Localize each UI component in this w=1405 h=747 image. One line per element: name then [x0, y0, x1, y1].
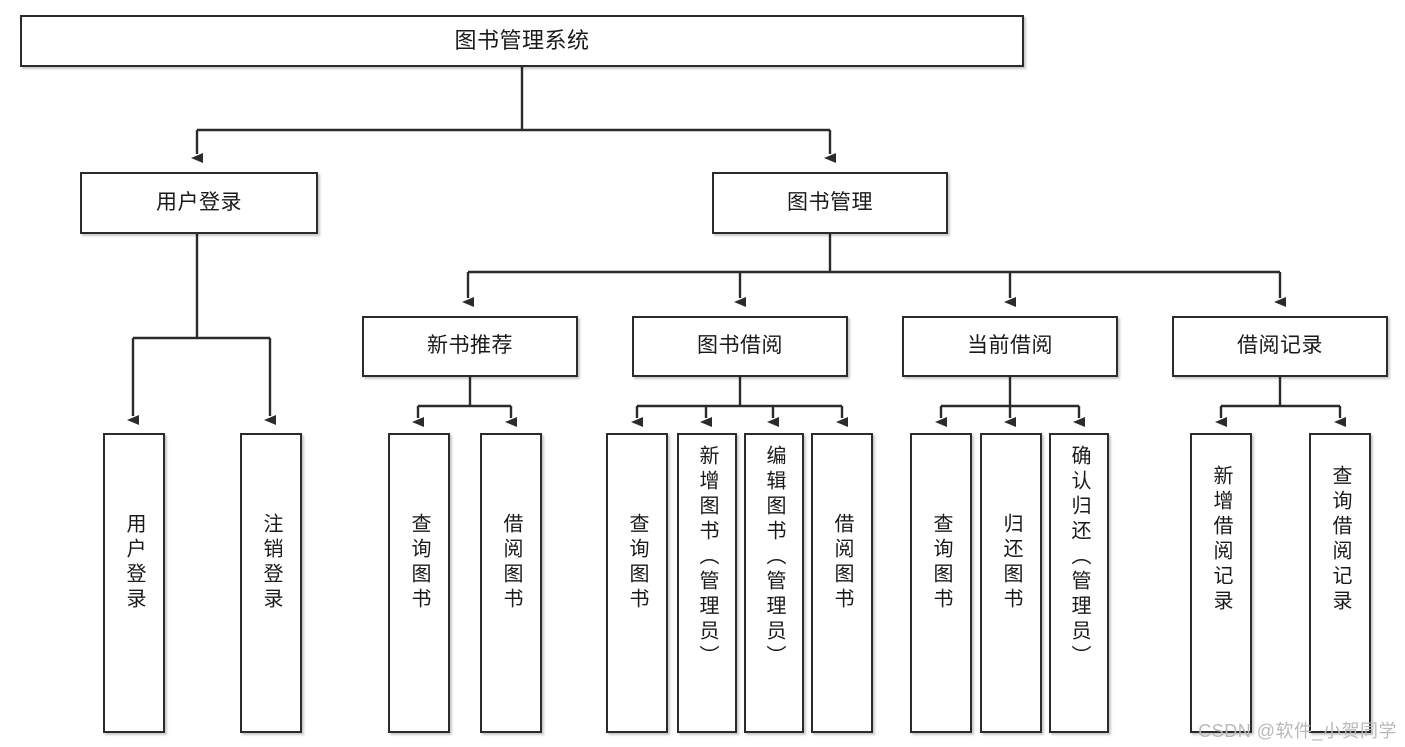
- node-leaf-query-book-current[interactable]: 查询图书: [910, 433, 972, 733]
- node-label: 借阅记录: [1237, 334, 1323, 358]
- node-label: 借阅图书: [500, 513, 522, 613]
- node-label: 查询借阅记录: [1329, 465, 1351, 615]
- node-label: 图书管理: [787, 190, 873, 214]
- node-book-management[interactable]: 图书管理: [712, 172, 948, 234]
- node-label: 新增图书（管理员）: [696, 445, 718, 670]
- node-label: 图书借阅: [697, 334, 783, 358]
- node-leaf-add-book-admin[interactable]: 新增图书（管理员）: [677, 433, 737, 733]
- node-new-book-recommendation[interactable]: 新书推荐: [362, 316, 578, 377]
- node-label: 当前借阅: [967, 334, 1053, 358]
- node-book-borrowing[interactable]: 图书借阅: [632, 316, 848, 377]
- node-leaf-logout[interactable]: 注销登录: [240, 433, 302, 733]
- node-label: 图书管理系统: [454, 28, 590, 54]
- node-current-borrowing[interactable]: 当前借阅: [902, 316, 1118, 377]
- node-label: 用户登录: [156, 190, 242, 214]
- node-leaf-query-borrowing-record[interactable]: 查询借阅记录: [1309, 433, 1371, 733]
- node-borrowing-record[interactable]: 借阅记录: [1172, 316, 1388, 377]
- node-leaf-borrow-book-borrowing[interactable]: 借阅图书: [811, 433, 873, 733]
- node-label: 编辑图书（管理员）: [763, 445, 785, 670]
- node-leaf-user-login[interactable]: 用户登录: [103, 433, 165, 733]
- node-leaf-borrow-book-recommendation[interactable]: 借阅图书: [480, 433, 542, 733]
- node-leaf-query-book-borrowing[interactable]: 查询图书: [606, 433, 668, 733]
- node-label: 查询图书: [930, 513, 952, 613]
- node-label: 注销登录: [260, 513, 282, 613]
- node-label: 用户登录: [123, 513, 145, 613]
- node-leaf-confirm-return-admin[interactable]: 确认归还（管理员）: [1049, 433, 1109, 733]
- node-label: 归还图书: [1000, 513, 1022, 613]
- node-leaf-add-borrowing-record[interactable]: 新增借阅记录: [1190, 433, 1252, 733]
- watermark: CSDN @软件_小贺同学: [1198, 721, 1397, 741]
- node-user-login[interactable]: 用户登录: [80, 172, 318, 234]
- node-label: 查询图书: [626, 513, 648, 613]
- node-label: 新书推荐: [427, 334, 513, 358]
- node-label: 确认归还（管理员）: [1068, 445, 1090, 670]
- node-label: 新增借阅记录: [1210, 465, 1232, 615]
- node-root-book-management-system[interactable]: 图书管理系统: [20, 15, 1024, 67]
- node-leaf-return-book[interactable]: 归还图书: [980, 433, 1042, 733]
- node-leaf-query-book-recommendation[interactable]: 查询图书: [388, 433, 450, 733]
- node-label: 查询图书: [408, 513, 430, 613]
- node-label: 借阅图书: [831, 513, 853, 613]
- node-leaf-edit-book-admin[interactable]: 编辑图书（管理员）: [744, 433, 804, 733]
